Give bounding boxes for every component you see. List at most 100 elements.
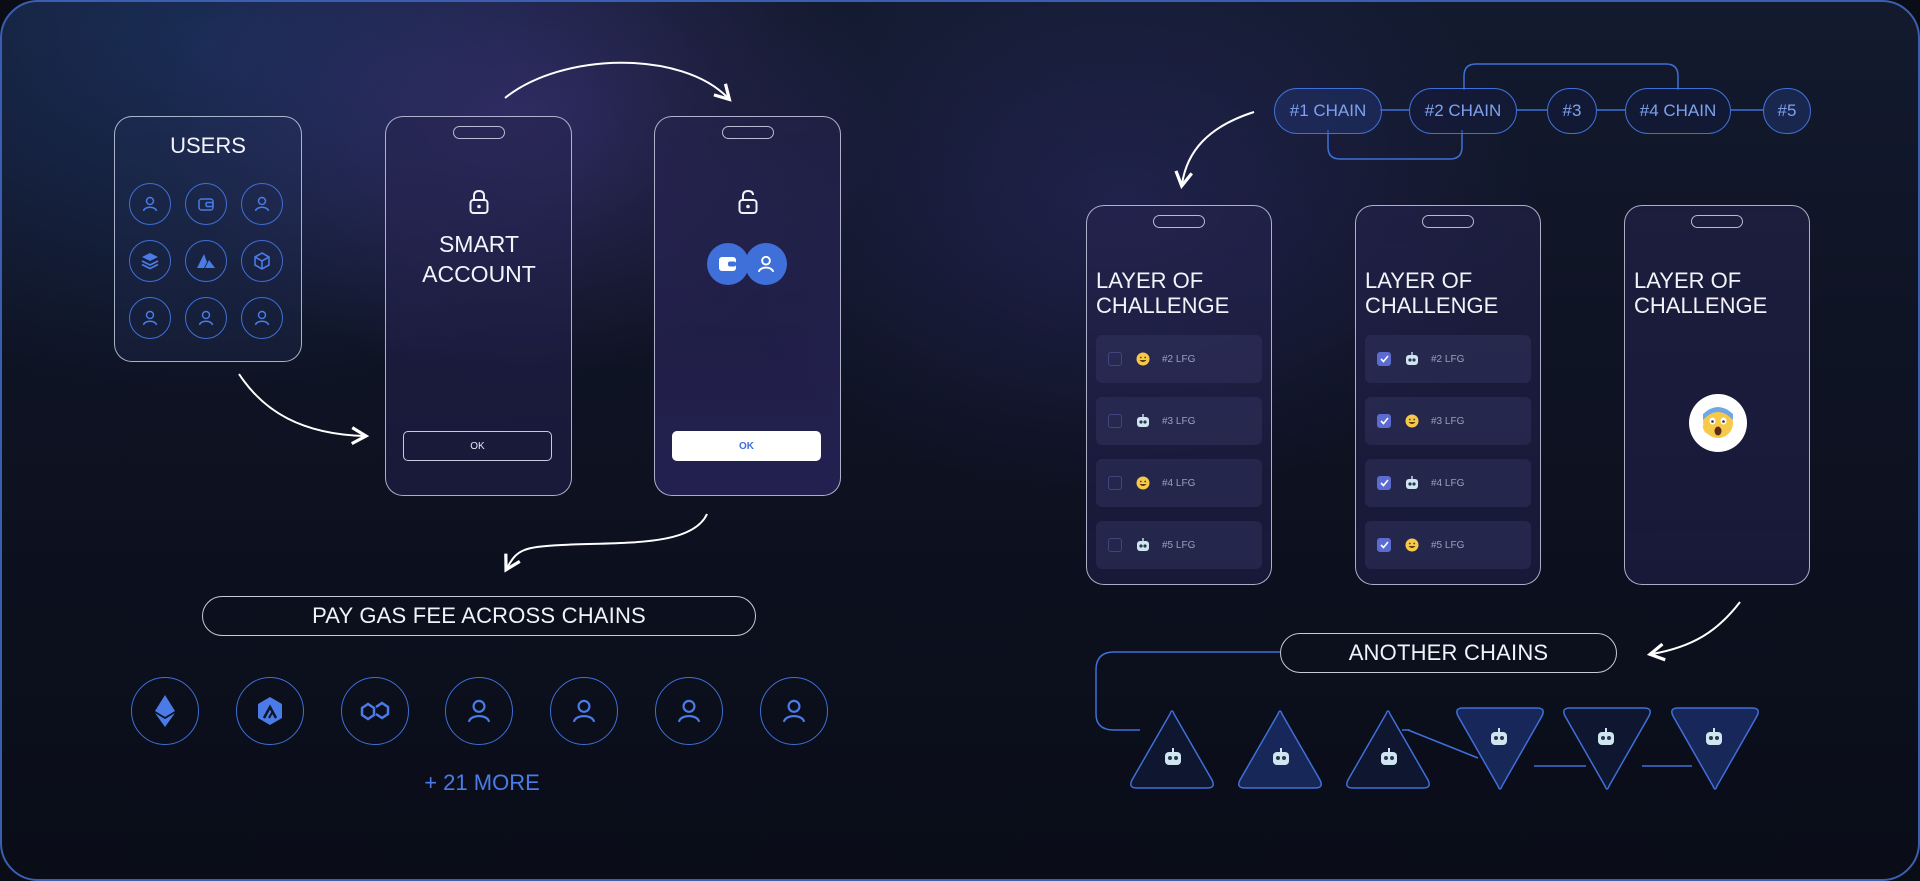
robot-icon [1406, 352, 1418, 365]
check-icon [1379, 417, 1389, 425]
challenge-phone-3: LAYER OF CHALLENGE [1624, 205, 1810, 585]
phone-notch [1422, 215, 1474, 228]
checkbox[interactable] [1108, 352, 1122, 366]
avalanche-icon [185, 240, 227, 282]
triangle-down-1 [1456, 707, 1544, 790]
challenge-row[interactable]: #2 LFG [1365, 335, 1531, 383]
checkbox[interactable] [1108, 476, 1122, 490]
wallet-icon [185, 183, 227, 225]
robot-icon [1598, 728, 1614, 745]
smart-account-title: SMART ACCOUNT [422, 231, 536, 287]
pay-gas-label: PAY GAS FEE ACROSS CHAINS [202, 596, 756, 636]
unlock-icon [738, 189, 758, 214]
grin-face-icon [1405, 414, 1419, 428]
check-icon [1379, 355, 1389, 363]
phone-notch [721, 126, 774, 139]
checkbox[interactable] [1377, 414, 1391, 428]
layers-icon [129, 240, 171, 282]
users-title: USERS [170, 133, 246, 158]
ethereum-icon [131, 677, 199, 745]
row-label: #2 LFG [1162, 353, 1196, 365]
user-icon [129, 183, 171, 225]
check-icon [1379, 479, 1389, 487]
checkbox[interactable] [1377, 352, 1391, 366]
ok-button[interactable]: OK [403, 431, 552, 461]
arrow-users-to-smart-account [238, 373, 370, 446]
row-label: #3 LFG [1162, 415, 1196, 427]
check-icon [1379, 541, 1389, 549]
screaming-face-icon [1689, 394, 1747, 452]
row-label: #4 LFG [1431, 477, 1465, 489]
ok-button[interactable]: OK [672, 431, 821, 461]
row-label: #5 LFG [1162, 539, 1196, 551]
robot-icon [1137, 538, 1149, 551]
robot-icon [1381, 748, 1397, 765]
robot-icon [1273, 748, 1289, 765]
arrow-smart-to-unlocked [504, 61, 732, 102]
chain-triangles [1130, 707, 1759, 790]
checkbox[interactable] [1377, 538, 1391, 552]
checkbox[interactable] [1108, 538, 1122, 552]
more-count: + 21 MORE [424, 770, 540, 795]
arrow-chain-to-challenge [1174, 111, 1255, 190]
challenge-row[interactable]: #4 LFG [1365, 459, 1531, 507]
user-icon [445, 677, 513, 745]
checkbox[interactable] [1108, 414, 1122, 428]
robot-icon [1165, 748, 1181, 765]
challenge-row[interactable]: #2 LFG [1096, 335, 1262, 383]
user-icon [241, 183, 283, 225]
users-card: USERS [114, 116, 302, 362]
phone-notch [452, 126, 505, 139]
challenge-title: LAYER OF CHALLENGE [1096, 268, 1230, 318]
phone-notch [1153, 215, 1205, 228]
chain-pill-2[interactable]: #2 CHAIN [1409, 88, 1517, 134]
challenge-row[interactable]: #3 LFG [1096, 397, 1262, 445]
user-icon [129, 297, 171, 339]
robot-icon [1491, 728, 1507, 745]
arrow-challenge-to-another-chains [1646, 601, 1741, 662]
row-label: #3 LFG [1431, 415, 1465, 427]
grin-face-icon [1136, 476, 1150, 490]
triangle-robot-icons [1165, 728, 1722, 765]
user-icon [760, 677, 828, 745]
challenge-row[interactable]: #5 LFG [1096, 521, 1262, 569]
checkbox[interactable] [1377, 476, 1391, 490]
polygon-icon [341, 677, 409, 745]
lock-icon [469, 189, 489, 214]
user-icon [550, 677, 618, 745]
chain-pill-1[interactable]: #1 CHAIN [1274, 88, 1382, 134]
challenge-row[interactable]: #3 LFG [1365, 397, 1531, 445]
user-badge [745, 243, 787, 285]
challenge-phone-2: LAYER OF CHALLENGE #2 LFG #3 LFG #4 LFG #5 … [1355, 205, 1541, 585]
robot-icon [1137, 414, 1149, 427]
another-chains-label: ANOTHER CHAINS [1280, 633, 1617, 673]
triangle-down-3 [1671, 707, 1759, 790]
row-label: #5 LFG [1431, 539, 1465, 551]
unlocked-phone: OK [654, 116, 841, 496]
user-icon [185, 297, 227, 339]
user-icon [655, 677, 723, 745]
challenge-title: LAYER OF CHALLENGE [1365, 268, 1499, 318]
grin-face-icon [1405, 538, 1419, 552]
arbitrum-icon [236, 677, 304, 745]
user-icon [241, 297, 283, 339]
cube-icon [241, 240, 283, 282]
phone-notch [1691, 215, 1743, 228]
robot-icon [1706, 728, 1722, 745]
another-chains-connectors [1095, 651, 1692, 767]
challenge-row[interactable]: #5 LFG [1365, 521, 1531, 569]
triangle-down-2 [1563, 707, 1651, 790]
chain-pill-3[interactable]: #3 [1547, 88, 1597, 134]
chain-pill-5[interactable]: #5 [1763, 88, 1811, 134]
challenge-phone-1: LAYER OF CHALLENGE #2 LFG #3 LFG #4 LFG #5 … [1086, 205, 1272, 585]
challenge-row[interactable]: #4 LFG [1096, 459, 1262, 507]
chain-pill-4[interactable]: #4 CHAIN [1625, 88, 1731, 134]
row-label: #2 LFG [1431, 353, 1465, 365]
robot-icon [1406, 476, 1418, 489]
grin-face-icon [1136, 352, 1150, 366]
chain-connectors [1327, 63, 1764, 160]
wallet-badge [707, 243, 749, 285]
smart-account-phone: SMART ACCOUNT OK [385, 116, 572, 496]
